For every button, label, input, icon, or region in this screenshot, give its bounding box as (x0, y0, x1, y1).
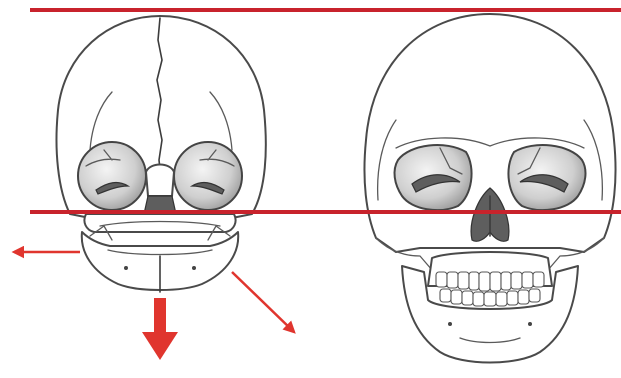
infant-mental-foramen-right (192, 266, 196, 270)
tooth (490, 272, 501, 291)
tooth (451, 290, 462, 304)
tooth (469, 272, 479, 290)
infant-mental-foramen-left (124, 266, 128, 270)
diagonal-growth-arrow (232, 272, 294, 332)
tooth (462, 291, 473, 305)
adult-skull (364, 14, 615, 363)
tooth (522, 272, 533, 288)
tooth (533, 272, 544, 287)
infant-maxilla (84, 214, 235, 232)
tooth (447, 272, 458, 288)
infant-right-orbit (174, 142, 242, 210)
tooth (473, 292, 484, 306)
tooth (507, 291, 518, 305)
infant-skull (57, 16, 266, 292)
tooth (484, 292, 496, 306)
tooth (501, 272, 511, 290)
downward-growth-arrow (142, 298, 178, 360)
adult-upper-teeth (436, 272, 544, 291)
tooth (458, 272, 469, 289)
infant-left-orbit (78, 142, 146, 210)
tooth (479, 272, 490, 291)
tooth (529, 289, 540, 302)
tooth (511, 272, 522, 289)
adult-mental-foramen-right (528, 322, 532, 326)
adult-mental-foramen-left (448, 322, 452, 326)
tooth (518, 290, 529, 304)
adult-lower-teeth (440, 289, 540, 306)
tooth (440, 289, 451, 302)
infant-nasal-bone (146, 165, 174, 197)
tooth (496, 292, 507, 306)
tooth (436, 272, 447, 287)
